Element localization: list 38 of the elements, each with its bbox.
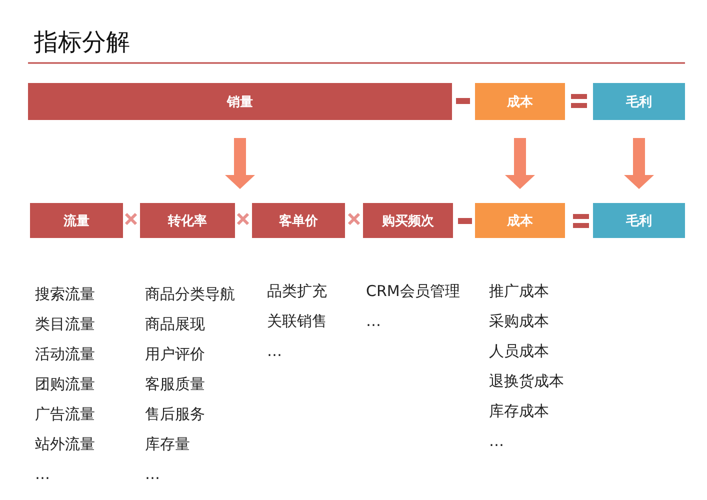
list-item: 售后服务 xyxy=(145,405,205,424)
list-item: 商品分类导航 xyxy=(145,285,235,304)
metric-box: 毛利 xyxy=(593,83,685,120)
metric-box: 毛利 xyxy=(593,203,685,238)
list-item: 库存量 xyxy=(145,435,190,454)
list-item: 团购流量 xyxy=(35,375,95,394)
list-item: 类目流量 xyxy=(35,315,95,334)
list-item: 品类扩充 xyxy=(267,282,327,301)
list-item: 关联销售 xyxy=(267,312,327,331)
list-item: … xyxy=(366,312,381,330)
list-item: 推广成本 xyxy=(489,282,549,301)
list-item: 库存成本 xyxy=(489,402,549,421)
list-item: 退换货成本 xyxy=(489,372,564,391)
list-item: 采购成本 xyxy=(489,312,549,331)
title: 指标分解 xyxy=(34,27,130,58)
metric-box: 转化率 xyxy=(140,203,235,238)
metric-box: 客单价 xyxy=(252,203,345,238)
list-item: 广告流量 xyxy=(35,405,95,424)
metric-bar: 销量 xyxy=(28,83,452,120)
list-item: 站外流量 xyxy=(35,435,95,454)
list-item: … xyxy=(489,432,504,450)
metric-box: 流量 xyxy=(30,203,123,238)
list-item: … xyxy=(145,465,160,483)
list-item: … xyxy=(267,342,282,360)
list-item: 活动流量 xyxy=(35,345,95,364)
list-item: 商品展现 xyxy=(145,315,205,334)
list-item: 用户评价 xyxy=(145,345,205,364)
arrow xyxy=(225,138,255,189)
metric-box: 成本 xyxy=(475,83,565,120)
arrow xyxy=(505,138,535,189)
list-item: CRM会员管理 xyxy=(366,282,460,301)
metric-box: 成本 xyxy=(475,203,565,238)
list-item: 人员成本 xyxy=(489,342,549,361)
list-item: … xyxy=(35,465,50,483)
metric-box: 购买频次 xyxy=(363,203,453,238)
list-item: 搜索流量 xyxy=(35,285,95,304)
arrow xyxy=(624,138,654,189)
list-item: 客服质量 xyxy=(145,375,205,394)
